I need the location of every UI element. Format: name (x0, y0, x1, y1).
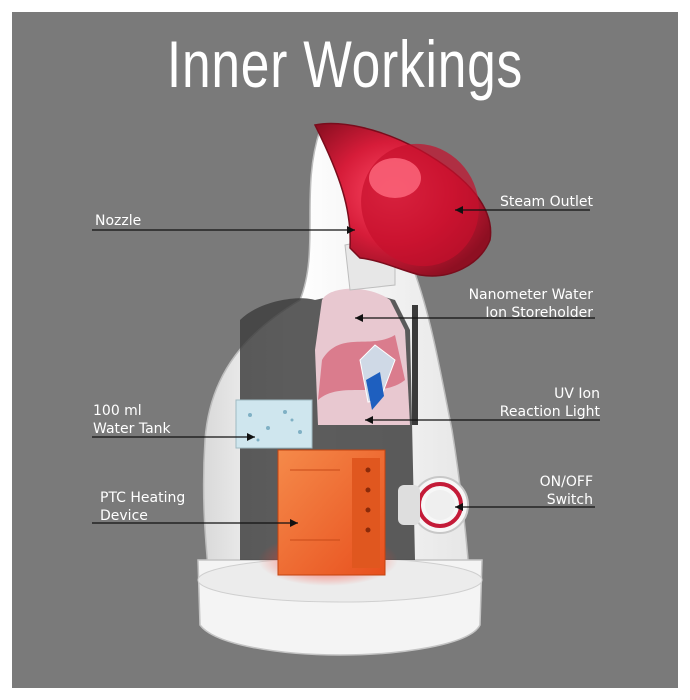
label-tank-2: Water Tank (93, 421, 171, 437)
diagram-title: Inner Workings (166, 27, 524, 101)
label-ion-storeholder-1: Nanometer Water (468, 287, 593, 303)
label-ion-storeholder-2: Ion Storeholder (485, 305, 593, 321)
leader-arrows (247, 206, 463, 527)
label-steam-outlet: Steam Outlet (499, 194, 593, 210)
label-nozzle: Nozzle (95, 213, 142, 229)
label-uv-1: UV Ion (554, 386, 600, 402)
label-switch-1: ON/OFF (539, 474, 593, 490)
label-uv-2: Reaction Light (499, 404, 600, 420)
label-tank-1: 100 ml (93, 403, 142, 419)
leader-lines (92, 209, 600, 524)
label-heater-1: PTC Heating (100, 490, 186, 506)
label-switch-2: Switch (546, 492, 593, 508)
water-bubbles (248, 410, 302, 442)
label-heater-2: Device (100, 508, 148, 524)
